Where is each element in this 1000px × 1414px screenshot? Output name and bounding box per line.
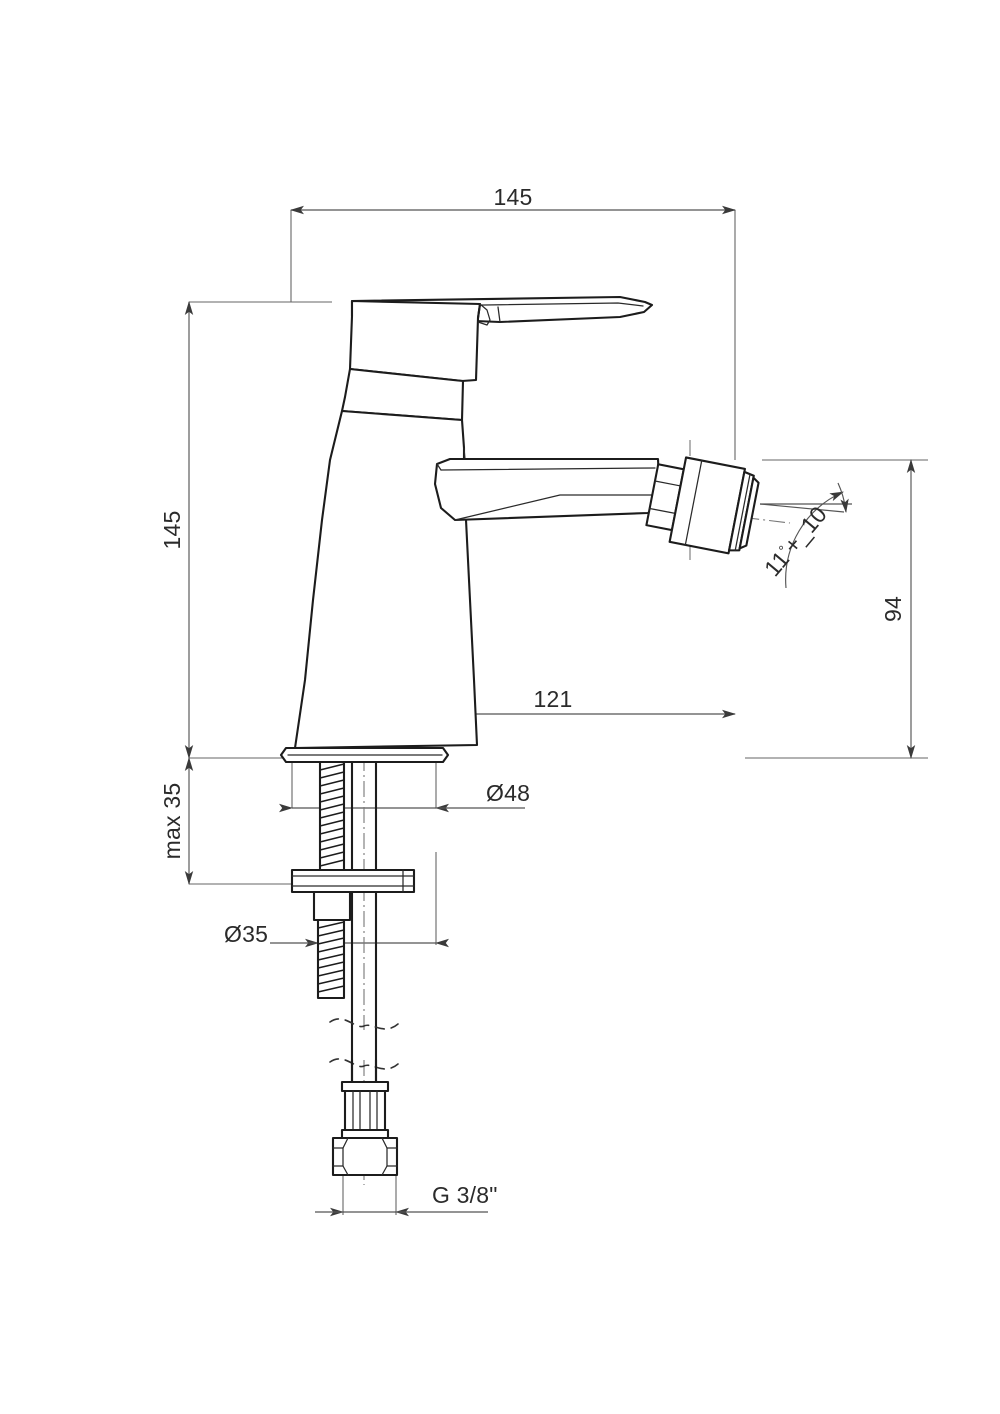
spout-arm bbox=[433, 457, 662, 522]
hose-fitting bbox=[331, 1058, 399, 1177]
label-base-diameter: Ø48 bbox=[486, 780, 530, 806]
label-thread-size: G 3/8" bbox=[432, 1182, 498, 1208]
label-overall-height: 145 bbox=[159, 511, 185, 550]
break-lines bbox=[329, 1018, 399, 1070]
label-shank-diameter: Ø35 bbox=[224, 921, 268, 947]
dimension-max-thickness bbox=[184, 757, 300, 885]
dimension-overall-width bbox=[290, 205, 736, 460]
label-overall-width: 145 bbox=[494, 184, 533, 210]
label-max-thickness: max 35 bbox=[159, 783, 185, 860]
aerator-angle-arc bbox=[759, 482, 852, 589]
base-escutcheon bbox=[279, 746, 450, 764]
lever-handle bbox=[340, 295, 654, 422]
dimension-thread-size bbox=[315, 1175, 488, 1217]
aerator-housing bbox=[645, 456, 760, 555]
dimension-spout-height bbox=[745, 459, 928, 759]
svg-text:11°+_10: 11°+_10 bbox=[759, 501, 832, 581]
label-spout-height: 94 bbox=[880, 596, 906, 622]
label-spout-reach: 121 bbox=[534, 686, 573, 712]
threaded-shank-lower bbox=[316, 918, 346, 1000]
threaded-shank-upper bbox=[318, 760, 378, 1087]
mounting-nut-plate bbox=[290, 868, 416, 922]
label-aerator-angle: 11°+_10 bbox=[759, 501, 832, 581]
